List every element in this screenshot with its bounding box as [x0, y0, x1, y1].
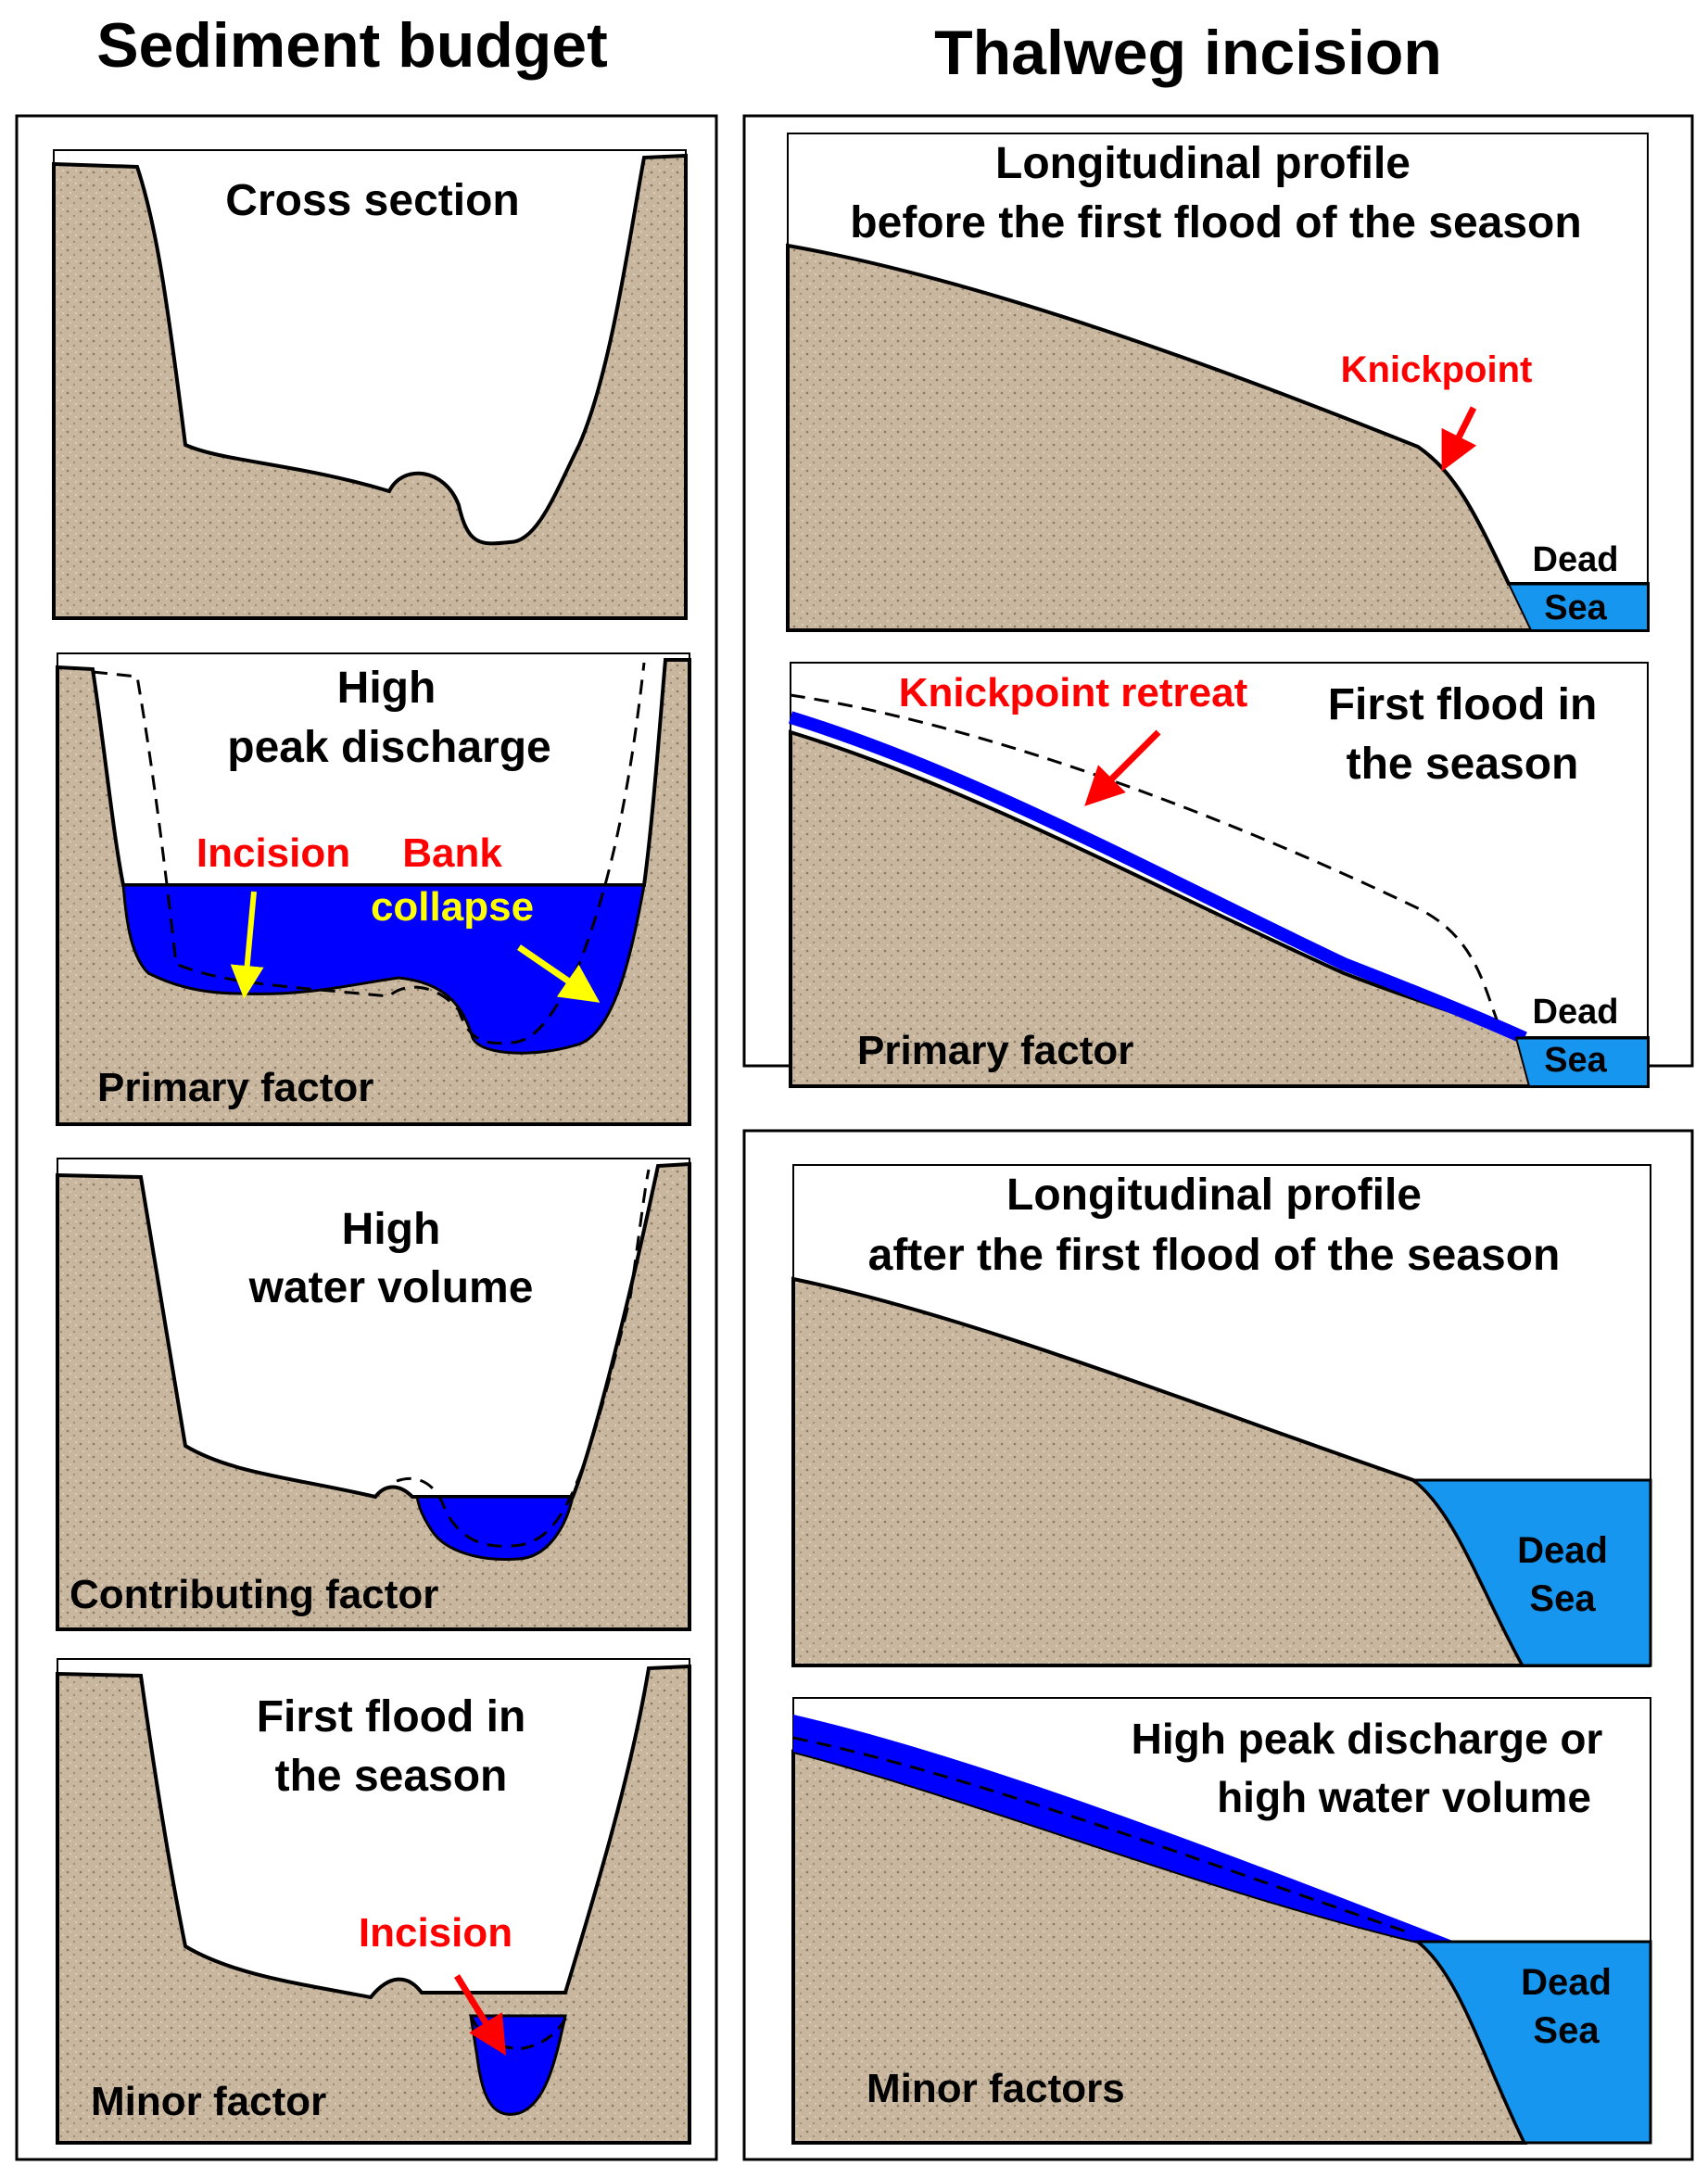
incision-arrow: [454, 1974, 507, 2056]
panel-profile-first-flood: Knickpoint retreat First flood in the se…: [788, 662, 1650, 1088]
volume-title-line2: water volume: [248, 1263, 534, 1312]
cross-section-title: Cross section: [225, 176, 519, 225]
sea-label-line2: Sea: [1544, 1041, 1607, 1080]
thalweg-bottom-frame: [742, 1129, 1694, 2161]
panel-profile-before: Longitudinal profile before the first fl…: [786, 133, 1650, 632]
pre-flood-profile: [792, 1736, 1410, 1934]
bank-label: Bank: [402, 830, 502, 876]
flood-water: [121, 883, 646, 1055]
incision-arrow: [230, 891, 264, 999]
panel-profile-high-flow: High peak discharge or high water volume…: [791, 1697, 1652, 2145]
bank-collapse-arrow: [517, 944, 601, 1003]
sea-label-line1: Dead: [1533, 993, 1619, 1032]
flood-water-band: [793, 1715, 1455, 1942]
panel-cross-section: Cross section: [52, 149, 688, 620]
peak-title-line1: High: [337, 664, 436, 713]
panel-first-flood-cross-section: First flood in the season Incision Minor…: [56, 1658, 691, 2145]
sea-label-line1: Dead: [1517, 1530, 1608, 1571]
panel-high-water-volume: High water volume Contributing factor: [56, 1158, 691, 1631]
flood-water-line: [788, 711, 1527, 1045]
dead-sea-water: [1413, 1940, 1652, 2145]
first-flood-title-line1: First flood in: [1328, 680, 1598, 729]
first-flood-title-line2: the season: [275, 1752, 508, 1801]
sediment-budget-frame: [15, 114, 718, 2161]
dead-sea-water: [1409, 1478, 1652, 1667]
knickpoint-arrow: [1441, 406, 1477, 472]
sea-label-line2: Sea: [1533, 2010, 1600, 2051]
first-flood-factor-label: Minor factor: [91, 2079, 326, 2124]
high-flow-title-line2: high water volume: [1217, 1773, 1591, 1821]
knickpoint-label: Knickpoint: [1341, 349, 1533, 390]
knickpoint-retreat-label: Knickpoint retreat: [899, 670, 1248, 715]
sediment-budget-heading: Sediment budget: [96, 10, 608, 81]
thalweg-incision-heading: Thalweg incision: [934, 18, 1442, 88]
volume-factor-label: Contributing factor: [70, 1572, 438, 1617]
bed-sediment: [786, 243, 1650, 632]
panel-profile-after: Longitudinal profile after the first flo…: [791, 1164, 1652, 1667]
first-flood-title-line2: the season: [1347, 740, 1579, 789]
sea-label-line2: Sea: [1544, 589, 1607, 627]
original-bed-outline: [469, 2015, 569, 2050]
collapse-label: collapse: [371, 884, 534, 930]
sea-label-line2: Sea: [1529, 1578, 1596, 1619]
before-title-line2: before the first flood of the season: [850, 198, 1581, 247]
first-flood-title-line1: First flood in: [257, 1692, 526, 1741]
volume-title-line1: High: [342, 1205, 441, 1254]
after-title-line1: Longitudinal profile: [1006, 1171, 1422, 1220]
sea-label-line1: Dead: [1521, 1962, 1612, 2003]
channel-water: [415, 1495, 575, 1561]
channel-sediment: [52, 153, 688, 620]
first-flood-factor-label: Primary factor: [857, 1028, 1133, 1073]
peak-title-line2: peak discharge: [227, 723, 551, 772]
sea-label-line1: Dead: [1533, 540, 1619, 579]
high-flow-factor-label: Minor factors: [867, 2066, 1125, 2111]
panel-high-peak-discharge: High peak discharge Incision Bank collap…: [56, 652, 691, 1126]
before-title-line1: Longitudinal profile: [995, 139, 1411, 188]
original-bank-outline: [396, 1169, 651, 1548]
high-flow-title-line1: High peak discharge or: [1132, 1715, 1603, 1763]
pre-flood-profile: [790, 693, 1499, 1020]
original-bank-outline: [92, 662, 646, 1045]
after-title-line2: after the first flood of the season: [868, 1231, 1561, 1280]
incision-label: Incision: [359, 1910, 512, 1956]
incision-label: Incision: [196, 830, 350, 876]
peak-factor-label: Primary factor: [97, 1065, 373, 1110]
knickpoint-retreat-arrow: [1084, 729, 1161, 806]
